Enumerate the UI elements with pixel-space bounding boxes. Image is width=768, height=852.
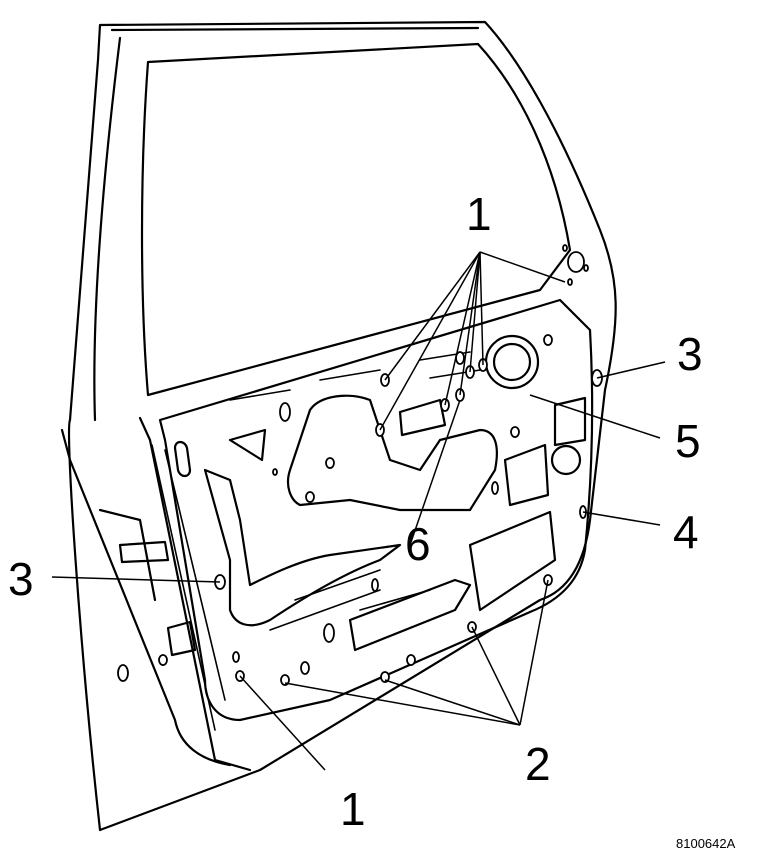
- door-frame: [67, 20, 617, 832]
- callout-6: 6: [405, 518, 431, 570]
- leader-lines: [51, 251, 666, 771]
- inner-panel: [60, 298, 594, 772]
- speaker-opening: [484, 334, 582, 476]
- callout-4: 4: [673, 506, 699, 558]
- panel-cutouts: [98, 394, 587, 657]
- stiffener-lines: [229, 351, 481, 631]
- figure-id: 8100642A: [676, 836, 736, 851]
- callout-1-top: 1: [466, 188, 492, 240]
- callout-3-left: 3: [8, 553, 34, 605]
- callout-3-right: 3: [677, 328, 703, 380]
- window-opening: [140, 42, 572, 397]
- callout-2: 2: [525, 738, 551, 790]
- callout-5: 5: [675, 415, 701, 467]
- callout-1-bottom: 1: [340, 783, 366, 835]
